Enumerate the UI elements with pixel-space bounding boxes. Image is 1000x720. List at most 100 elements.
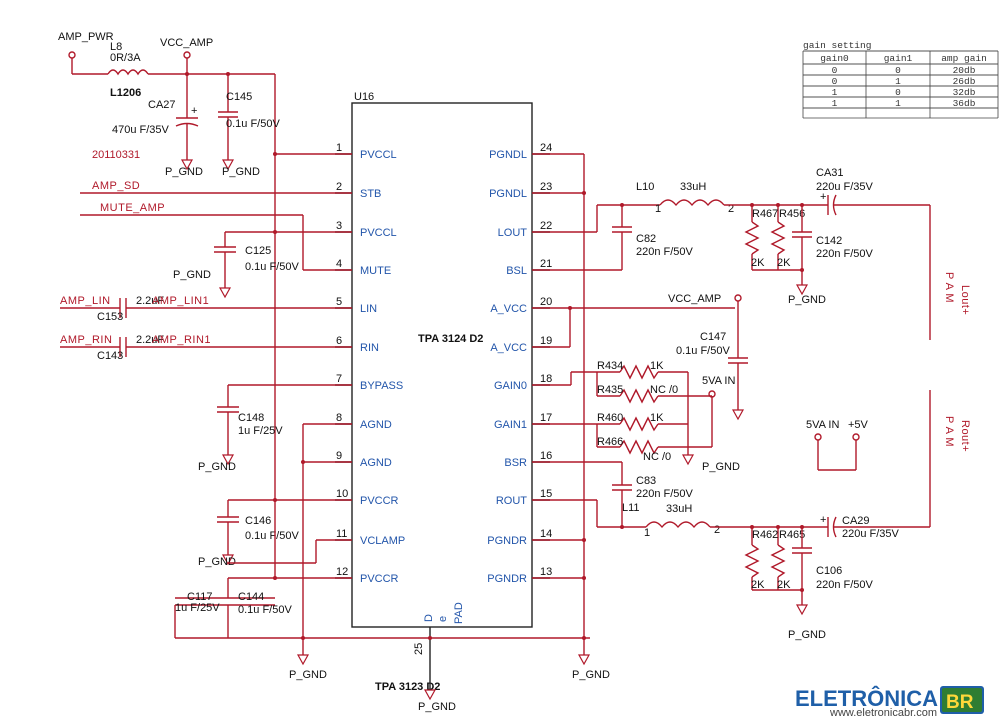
logo: ELETRÔNICA BR www.eletronicabr.com [795,686,984,719]
c145-ref: C145 [226,91,252,103]
gain-table-cell: 0 [895,87,901,98]
net-amp-pwr: AMP_PWR [58,31,114,43]
gain-table-cell: 20db [953,65,976,76]
net-amp-lin1: AMP_LIN1 [152,295,209,307]
left-pin-name: BYPASS [360,380,403,392]
ic-alt-name: TPA 3123 D2 [375,681,440,693]
c145-value: 0.1u F/50V [226,118,280,130]
r467-value: 2K [751,257,765,269]
l8-inductor [107,69,149,76]
c147-ref: C147 [700,331,726,343]
c147-value: 0.1u F/50V [676,345,730,357]
gain-table-cell: 36db [953,98,976,109]
right-pin-number: 23 [540,181,552,193]
left-pin-name: PVCCL [360,149,397,161]
left-pin-name: VCLAMP [360,535,405,547]
right-pin-number: 18 [540,373,552,385]
right-pin-name: PGNDR [487,535,527,547]
left-pin-name: AGND [360,419,392,431]
c144-value: 0.1u F/50V [238,604,292,616]
r466-value: NC /0 [643,451,671,463]
c125-ref: C125 [245,245,271,257]
gain-table-title: gain setting [803,40,871,51]
gain-table-cell: 1 [832,98,838,109]
ca27-ref: CA27 [148,99,176,111]
c153-value: 2.2uF [136,295,164,307]
gain-table-cell: 0 [895,65,901,76]
ca31-ref: CA31 [816,167,844,179]
l8-ref: L8 [110,41,122,53]
left-pin-name: PVCCL [360,227,397,239]
left-pin-name: PVCCR [360,573,399,585]
ground-icon [681,454,695,466]
right-pin-number: 21 [540,258,552,270]
r466-resistor [619,439,659,455]
svg-text:+: + [820,514,826,526]
gain-table-cell: 1 [895,98,901,109]
net-vcc-amp: VCC_AMP [160,37,213,49]
r456-resistor [770,221,786,255]
c146-ref: C146 [245,515,271,527]
right-pin-number: 20 [540,296,552,308]
r460-value: 1K [650,412,664,424]
ca31-value: 220u F/35V [816,181,874,193]
l8-package: L1206 [110,87,141,99]
r465-ref: R465 [779,529,805,541]
ground-icon [731,409,745,421]
right-pin-name: A_VCC [490,303,527,315]
left-pin-number: 5 [336,296,342,308]
net-5va-in: 5VA IN [702,375,735,387]
r466-ref: R466 [597,436,623,448]
pad-label: PAD [453,602,465,624]
gain-table-cell: 1 [895,76,901,87]
ground-label: P_GND [198,556,236,568]
ground-icon [577,654,591,666]
ground-label: P_GND [289,669,327,681]
net-lout: Lout+ [959,285,971,315]
right-pin-number: 22 [540,220,552,232]
left-pin-number: 10 [336,488,348,500]
c143-ref: C143 [97,350,123,362]
left-pin-number: 12 [336,566,348,578]
net-amp-lin: AMP_LIN [60,295,111,307]
right-pin-number: 17 [540,412,552,424]
c142-value: 220n F/50V [816,248,874,260]
l8-value: 0R/3A [110,52,141,64]
r435-resistor [619,388,659,404]
r465-value: 2K [777,579,791,591]
right-pin-number: 13 [540,566,552,578]
right-pin-name: PGNDR [487,573,527,585]
left-pin-name: STB [360,188,381,200]
left-pin-number: 7 [336,373,342,385]
c153-ref: C153 [97,311,123,323]
net-amp-sd: AMP_SD [92,180,140,192]
r467-resistor [744,221,760,255]
gain-table-cell: 1 [832,87,838,98]
l10-pin1: 1 [655,203,661,215]
r462-value: 2K [751,579,765,591]
ground-label: P_GND [788,629,826,641]
logo-badge-text: BR [946,692,974,713]
r465-resistor [770,544,786,578]
c144-ref: C144 [238,591,264,603]
right-pin-name: A_VCC [490,342,527,354]
ca29-ref: CA29 [842,515,870,527]
r467-ref: R467 [752,208,778,220]
pad-e-label: e [437,616,449,622]
r462-ref: R462 [752,529,778,541]
ground-label: P_GND [418,701,456,713]
c83-ref: C83 [636,475,656,487]
ic-name: TPA 3124 D2 [418,333,483,345]
c83-value: 220n F/50V [636,488,694,500]
left-pin-number: 4 [336,258,342,270]
left-pin-number: 3 [336,220,342,232]
c148-ref: C148 [238,412,264,424]
ground-label: P_GND [788,294,826,306]
c117-ref: C117 [187,591,212,603]
net-5v: +5V [848,419,869,431]
right-pin-name: LOUT [498,227,528,239]
r434-ref: R434 [597,360,623,372]
gain-table-cell: 0 [832,76,838,87]
